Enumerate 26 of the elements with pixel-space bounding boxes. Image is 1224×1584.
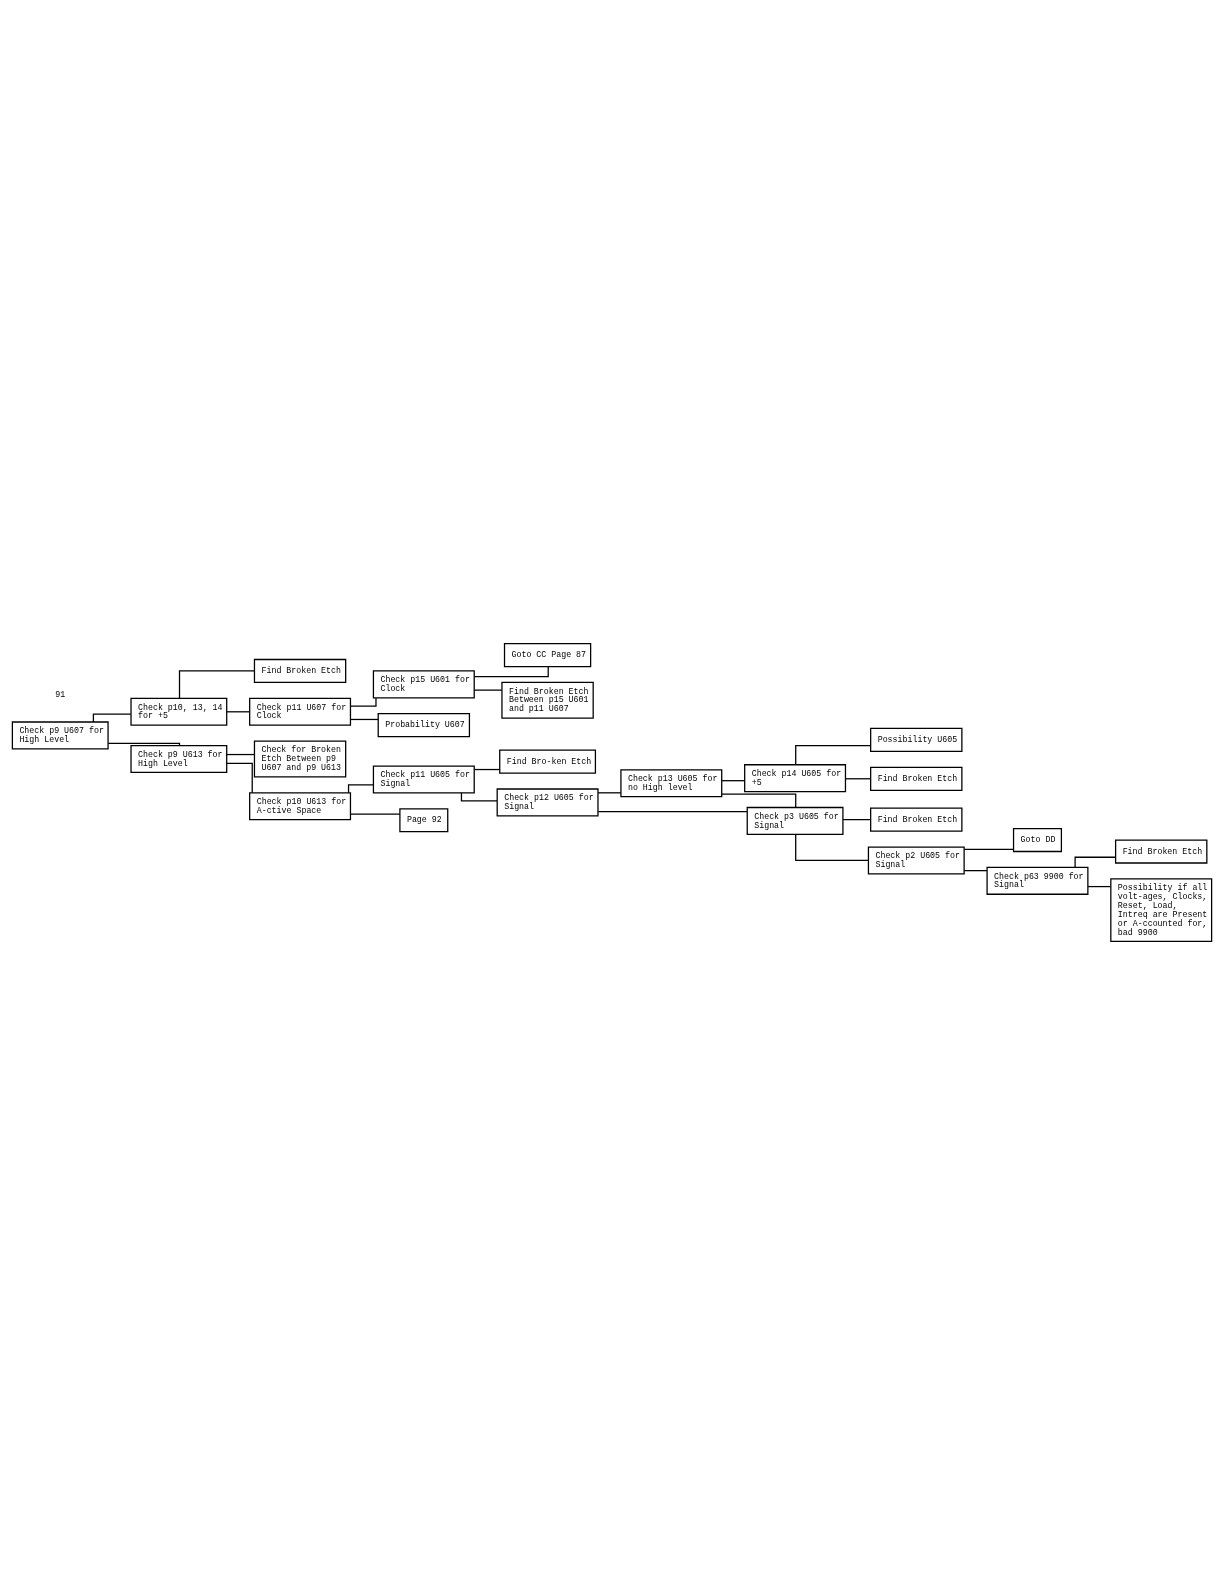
connector [963, 869, 988, 871]
connector [842, 818, 872, 820]
connector [844, 777, 872, 779]
connector [349, 718, 379, 720]
connector [473, 768, 501, 770]
connector [597, 810, 748, 812]
connector [473, 665, 549, 677]
connector [795, 744, 872, 765]
connector [460, 791, 498, 801]
connector [473, 689, 503, 691]
connector [795, 833, 869, 861]
connector [721, 779, 746, 781]
connector [347, 783, 375, 793]
connector [107, 742, 181, 746]
connector [1074, 856, 1117, 868]
connector [1087, 885, 1112, 887]
connector [92, 712, 132, 723]
connector [226, 762, 253, 793]
connector [178, 669, 255, 699]
connector [349, 813, 401, 815]
connector [226, 753, 255, 755]
connector [349, 696, 377, 707]
connector [597, 791, 622, 793]
connector [721, 792, 797, 808]
connector [963, 848, 1015, 850]
connector [226, 710, 251, 712]
